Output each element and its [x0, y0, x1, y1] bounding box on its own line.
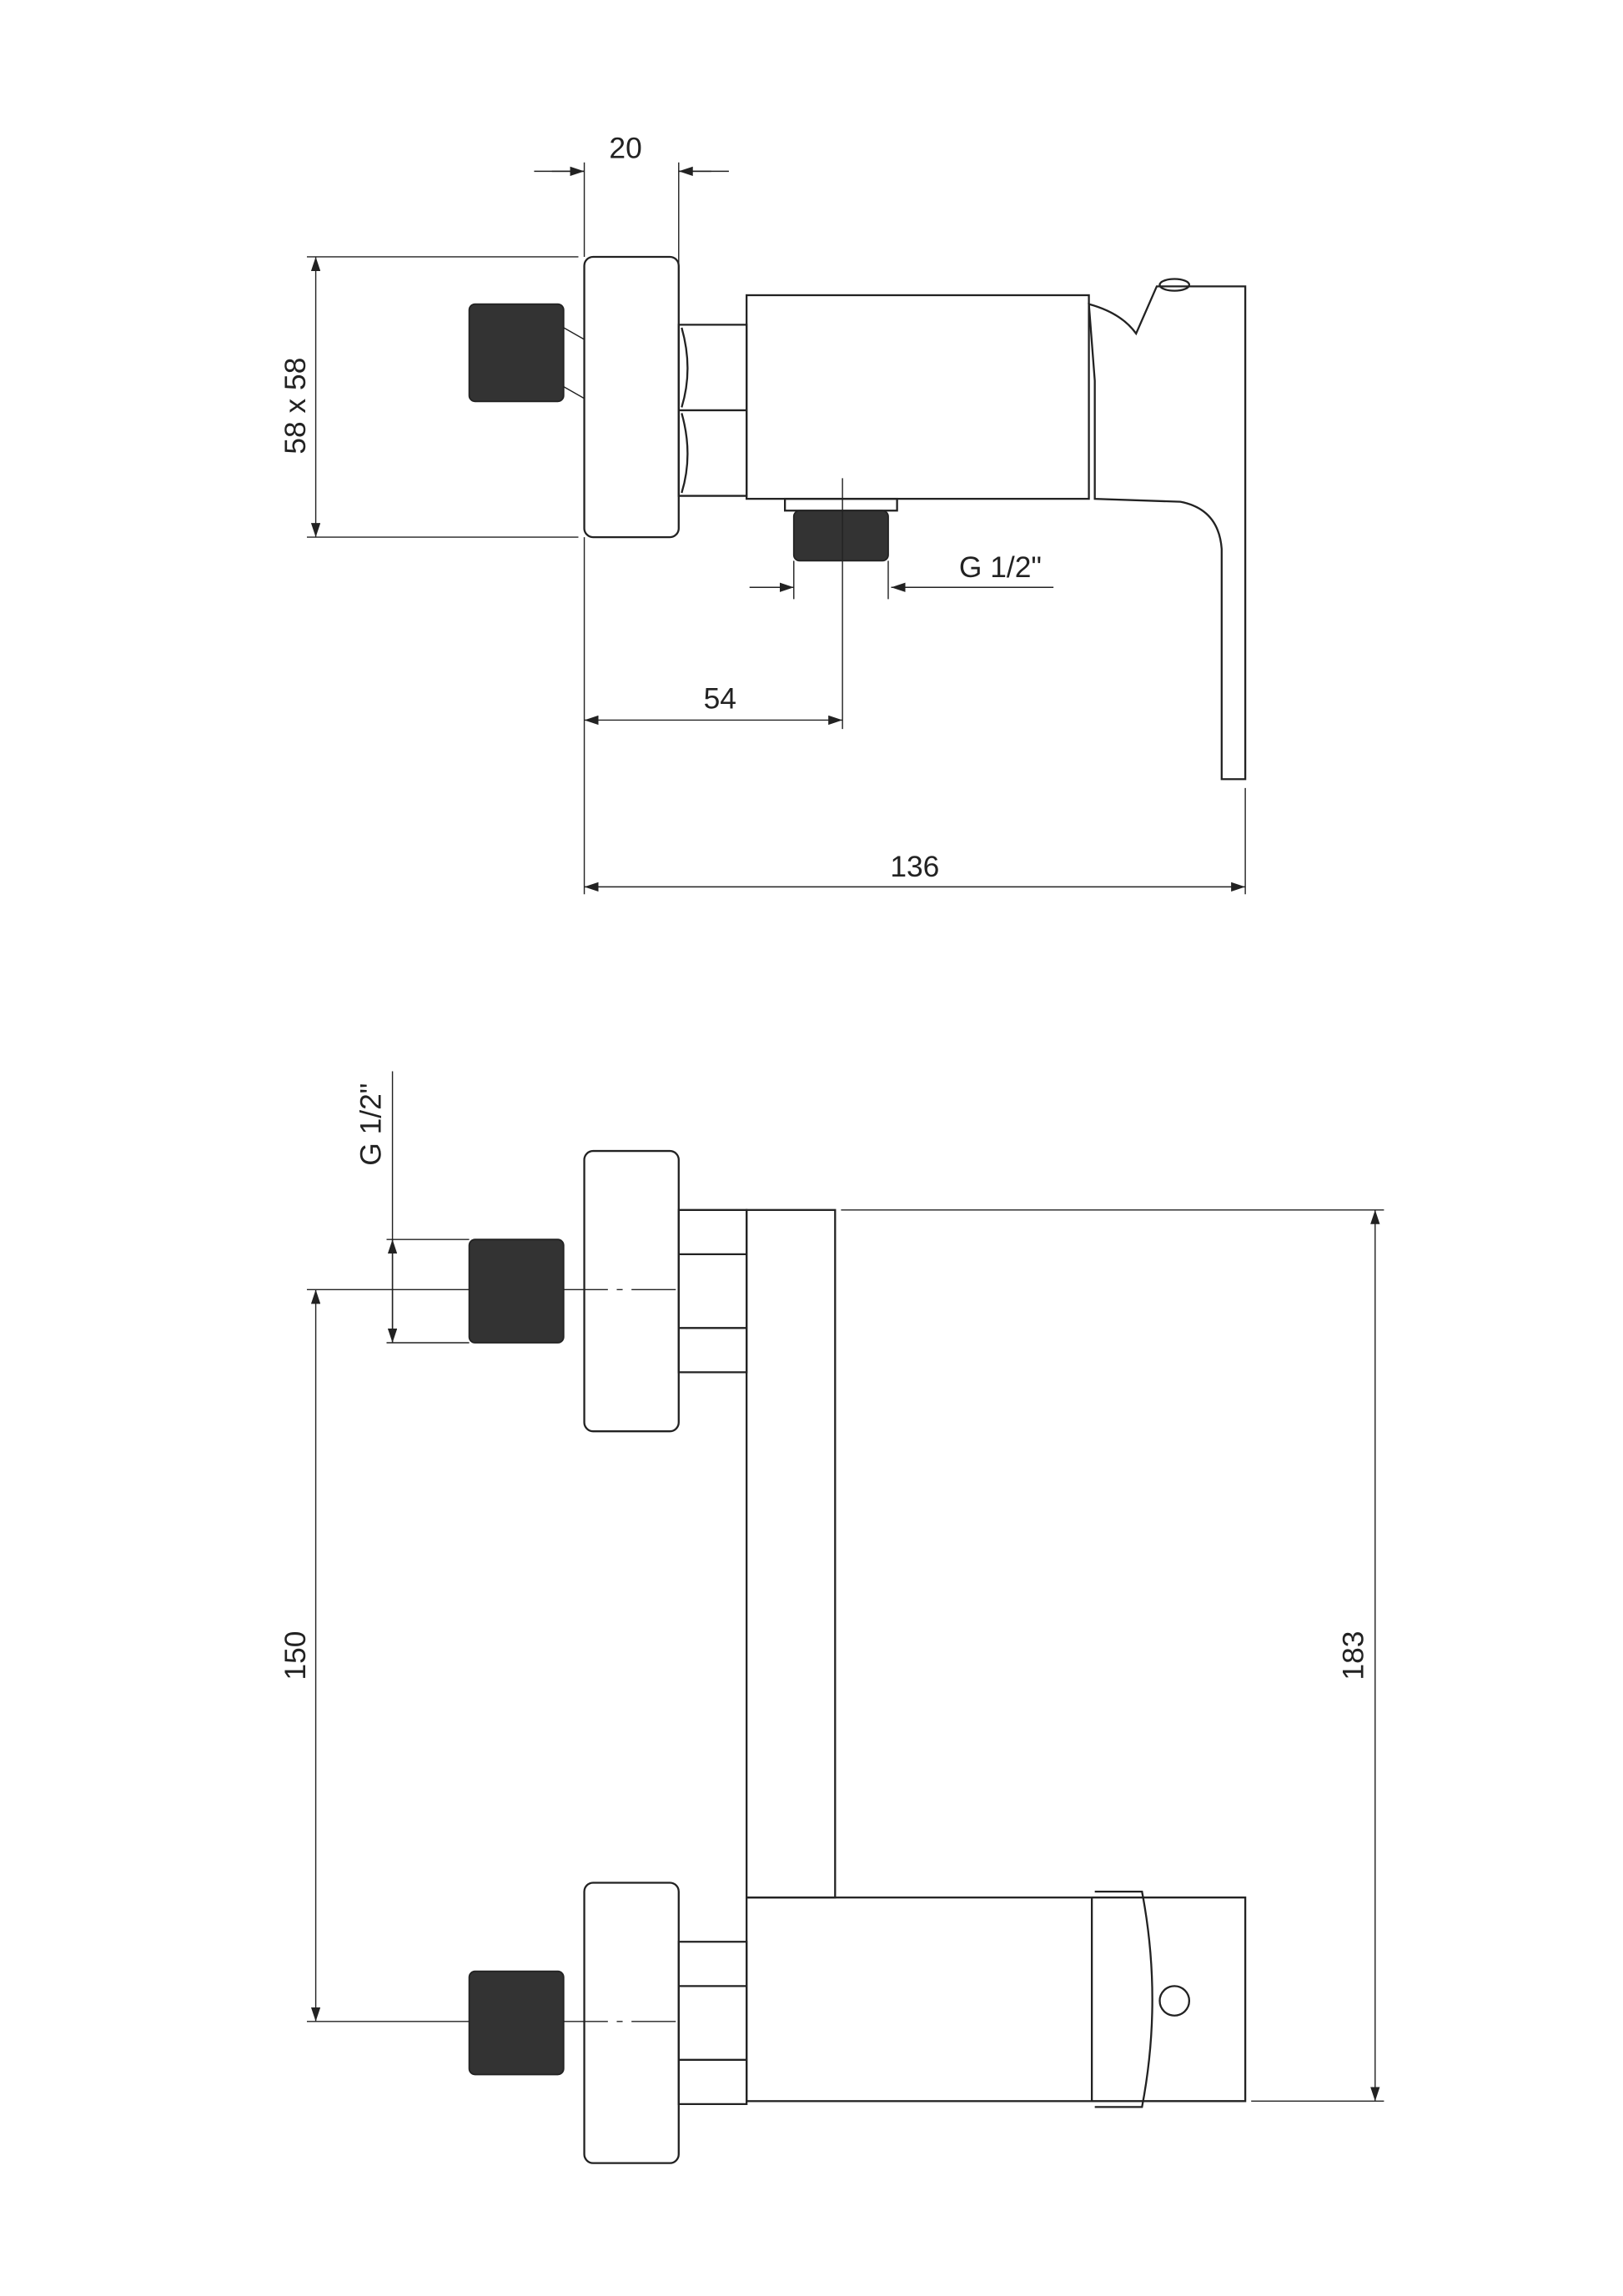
upper-hex-nut	[677, 1208, 748, 1374]
hex-nut	[677, 324, 748, 497]
dim-outlet-label: 54	[704, 682, 736, 715]
dim-square-label: 58 x 58	[279, 358, 312, 455]
outlet-thread	[784, 497, 898, 562]
top-view: 20 58 x 58 G 1/2" 54 136	[279, 132, 1247, 895]
lever-handle	[1088, 285, 1247, 781]
dim-height-label: 183	[1338, 1631, 1370, 1681]
dim-outlet-thread-label: G 1/2"	[959, 551, 1042, 584]
vertical-pipe	[746, 1208, 837, 1899]
mixer-body	[746, 294, 1090, 500]
upper-wall-plate	[583, 1149, 680, 1433]
lower-inlet-thread	[468, 1970, 565, 2076]
dim-spacing-label: 150	[279, 1631, 312, 1681]
inlet-thread	[468, 303, 585, 403]
front-thread-label: G 1/2"	[354, 1083, 387, 1166]
front-view: G 1/2" 150 183	[279, 1071, 1384, 2164]
lever-knob	[1158, 278, 1191, 292]
upper-inlet-thread	[468, 1238, 565, 1344]
lever-front	[1092, 1890, 1247, 2108]
dim-width-label: 20	[609, 132, 641, 164]
dim-total-label: 136	[890, 851, 939, 883]
wall-plate	[583, 255, 680, 539]
lower-hex-nut	[677, 1941, 748, 2106]
lower-wall-plate	[583, 1882, 680, 2164]
mixer-body-front	[746, 1897, 1093, 2103]
lever-hole	[1158, 1985, 1191, 2017]
